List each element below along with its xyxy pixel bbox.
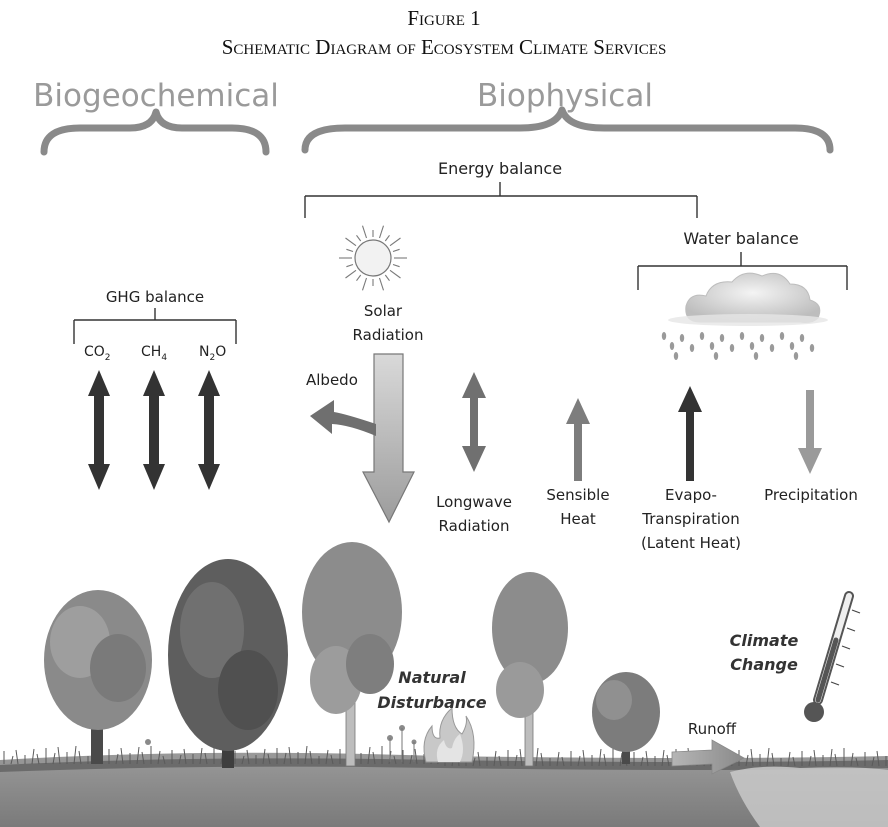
figure-label: Figure 1 <box>407 6 480 30</box>
biogeochemical-header: Biogeochemical <box>33 78 279 114</box>
sensible-heat-arrow <box>566 398 590 481</box>
natural-disturbance-label-2: Disturbance <box>377 693 486 712</box>
runoff-label: Runoff <box>688 720 737 738</box>
figure-title: Schematic Diagram of Ecosystem Climate S… <box>222 35 667 59</box>
co2-flux-arrow <box>88 370 110 490</box>
ghg-balance-bracket <box>73 308 237 344</box>
water-pond <box>730 766 888 827</box>
n2o-flux-arrow <box>198 370 220 490</box>
longwave-radiation-arrow <box>462 372 486 472</box>
evapotranspiration-arrow <box>678 386 702 481</box>
tree-icon <box>492 572 568 767</box>
biophysical-brace <box>301 106 834 154</box>
tree-icon <box>592 672 660 764</box>
precipitation-label: Precipitation <box>764 486 858 504</box>
tree-icon <box>302 542 402 767</box>
water-balance-label: Water balance <box>683 229 798 248</box>
sun-icon <box>339 225 407 291</box>
albedo-arrow <box>310 400 376 436</box>
energy-balance-label: Energy balance <box>438 159 562 178</box>
ch4-label: CH4 <box>141 344 167 363</box>
solar-radiation-label-2: Radiation <box>353 326 424 344</box>
thermometer-icon <box>804 591 861 722</box>
fire-icon <box>423 706 475 763</box>
sensible-heat-label-1: Sensible <box>546 486 609 504</box>
longwave-label-2: Radiation <box>439 517 510 535</box>
evapo-label-1: Evapo- <box>665 486 717 504</box>
co2-label: CO2 <box>84 344 111 363</box>
sensible-heat-label-2: Heat <box>560 510 596 528</box>
cloud-rain-icon <box>661 272 828 360</box>
energy-balance-bracket <box>304 182 698 218</box>
longwave-label-1: Longwave <box>436 493 512 511</box>
ghg-balance-label: GHG balance <box>106 288 204 306</box>
biogeochemical-brace <box>40 108 270 156</box>
climate-change-label-2: Change <box>730 655 798 674</box>
water-balance-bracket <box>637 252 848 290</box>
ground <box>0 752 888 827</box>
evapo-label-2: Transpiration <box>641 510 739 528</box>
runoff-arrow <box>671 739 745 775</box>
climate-change-label-1: Climate <box>730 631 799 650</box>
flowers <box>145 725 417 762</box>
precipitation-arrow <box>798 390 822 474</box>
tree-icon <box>168 559 288 768</box>
solar-radiation-label-1: Solar <box>364 302 403 320</box>
evapo-label-3: (Latent Heat) <box>641 534 741 552</box>
natural-disturbance-label-1: Natural <box>398 668 466 687</box>
n2o-label: N2O <box>199 344 226 363</box>
biophysical-header: Biophysical <box>477 78 653 114</box>
ch4-flux-arrow <box>143 370 165 490</box>
albedo-label: Albedo <box>306 371 358 389</box>
solar-radiation-arrow <box>362 353 415 524</box>
tree-icon <box>44 590 152 764</box>
